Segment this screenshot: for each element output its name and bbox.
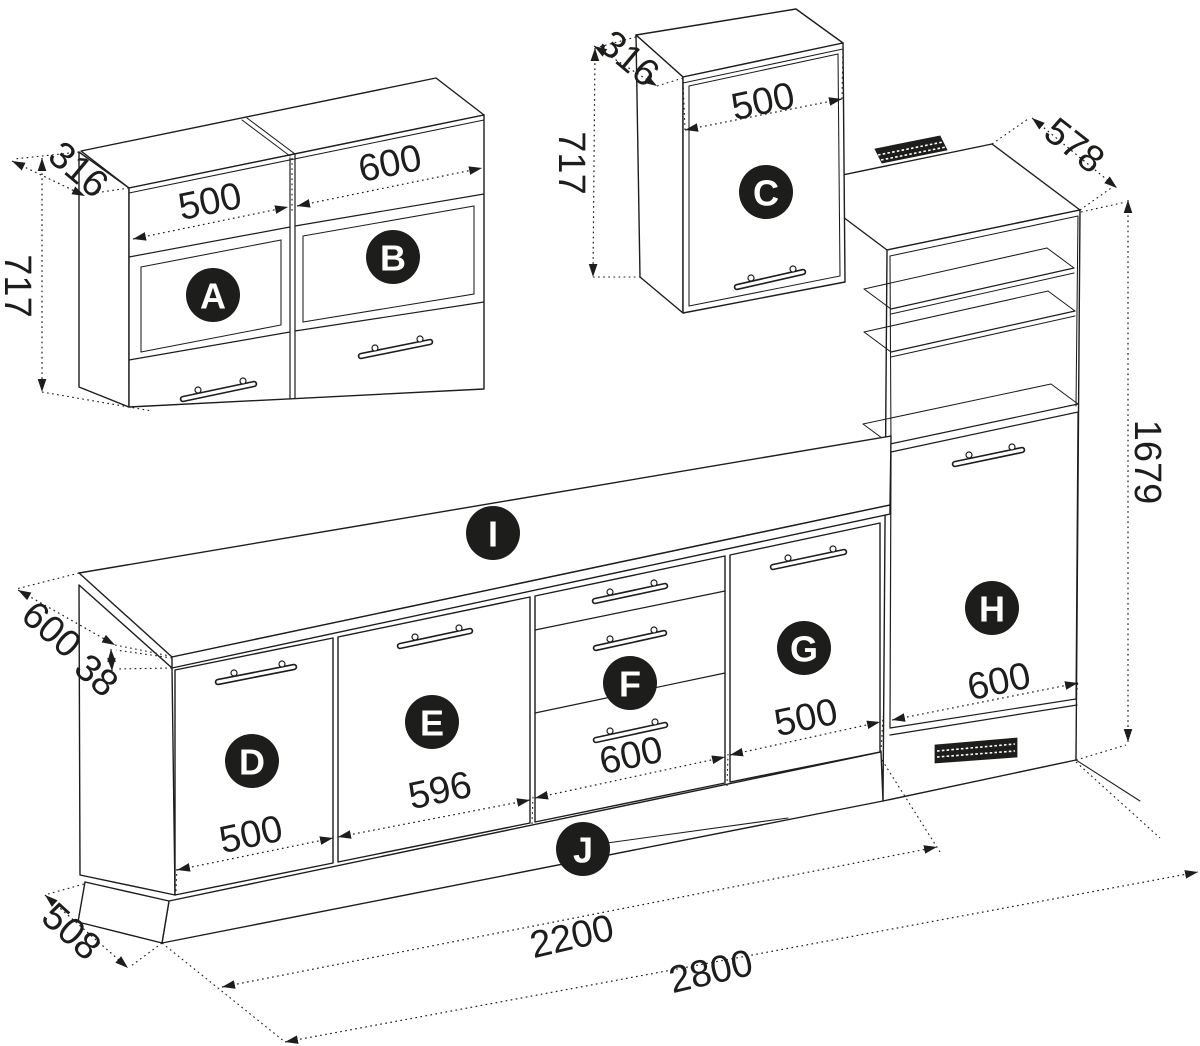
tall-unit	[798, 135, 1141, 802]
badge-c: C	[739, 165, 793, 219]
badge-i-letter: I	[488, 514, 498, 555]
b-door-handle	[357, 335, 434, 360]
dim-line-b-width	[296, 166, 483, 208]
shelf-2	[890, 310, 1076, 353]
dim-total-length: 2800	[665, 942, 757, 1002]
dim-line-base-depth	[17, 589, 116, 646]
dim-line-worktop-thickness	[107, 648, 116, 672]
extension-lines	[13, 36, 1161, 1043]
dim-run-length: 2200	[526, 907, 618, 967]
a-door-handle	[179, 377, 258, 403]
badge-h-letter: H	[979, 589, 1005, 630]
dim-line-f-width	[534, 755, 726, 800]
dim-line-plinth-depth	[44, 894, 129, 969]
floor-edge	[1075, 759, 1141, 802]
wall-cabinet-c	[635, 8, 846, 314]
a-glass-door	[140, 239, 282, 353]
dim-tall-height: 1679	[1126, 420, 1168, 505]
badge-c-letter: C	[753, 173, 779, 214]
wall-cabinets-ab	[78, 77, 485, 408]
badge-b-letter: B	[380, 238, 406, 279]
dim-line-g-width	[729, 720, 881, 757]
badge-j: J	[556, 822, 610, 876]
badge-f: F	[603, 656, 657, 710]
c-door	[688, 53, 841, 307]
niche-floor	[889, 403, 1079, 445]
f-drawer-handle-3	[592, 718, 669, 744]
worktop-front-edge	[171, 504, 891, 669]
badge-d-letter: D	[239, 742, 265, 783]
badge-j-letter: J	[573, 830, 593, 871]
badge-g: G	[777, 621, 831, 675]
unit-badges: A B C D E F G H	[186, 165, 1019, 876]
tall-door-handle	[951, 443, 1026, 468]
badge-h: H	[965, 581, 1019, 635]
plinth-vent-grille-icon	[934, 737, 1018, 764]
dim-line-c-width	[684, 97, 843, 132]
dim-base-depth: 600	[13, 593, 88, 666]
dim-line-e-width	[337, 798, 531, 839]
badge-a: A	[186, 268, 240, 322]
dim-line-h-width	[891, 681, 1079, 722]
dim-line-a-width	[132, 205, 289, 241]
tall-front-face	[882, 209, 1081, 802]
dim-tall-depth: 578	[1036, 110, 1112, 182]
dimension-lines	[11, 45, 1199, 1044]
dim-line-c-height	[588, 47, 600, 278]
badge-b: B	[366, 230, 420, 284]
g-door-handle	[769, 545, 848, 571]
b-glass-door	[302, 205, 475, 323]
badge-g-letter: G	[790, 629, 818, 670]
badge-f-letter: F	[619, 664, 641, 705]
j-leader-line	[606, 817, 789, 844]
f-drawer-handle-1	[591, 579, 669, 605]
dim-c-height: 717	[550, 131, 592, 194]
tall-niche	[862, 215, 1079, 447]
badge-e-letter: E	[420, 703, 444, 744]
dim-line-total-length	[284, 870, 1199, 1044]
badge-d: D	[225, 734, 279, 788]
badge-e: E	[405, 695, 459, 749]
dim-wall-height: 717	[0, 254, 38, 317]
badge-i: I	[466, 506, 520, 560]
c-door-handle	[733, 265, 807, 291]
shelf-1	[890, 267, 1075, 310]
f-drawer-handle-2	[592, 626, 668, 652]
d-door-handle	[214, 660, 298, 686]
e-door-handle	[396, 624, 474, 650]
badge-a-letter: A	[200, 276, 226, 317]
dim-line-c-depth	[593, 45, 658, 87]
top-vent-grille-icon	[874, 135, 948, 164]
dim-line-d-width	[176, 836, 334, 872]
dim-line-wall-depth	[11, 160, 86, 197]
